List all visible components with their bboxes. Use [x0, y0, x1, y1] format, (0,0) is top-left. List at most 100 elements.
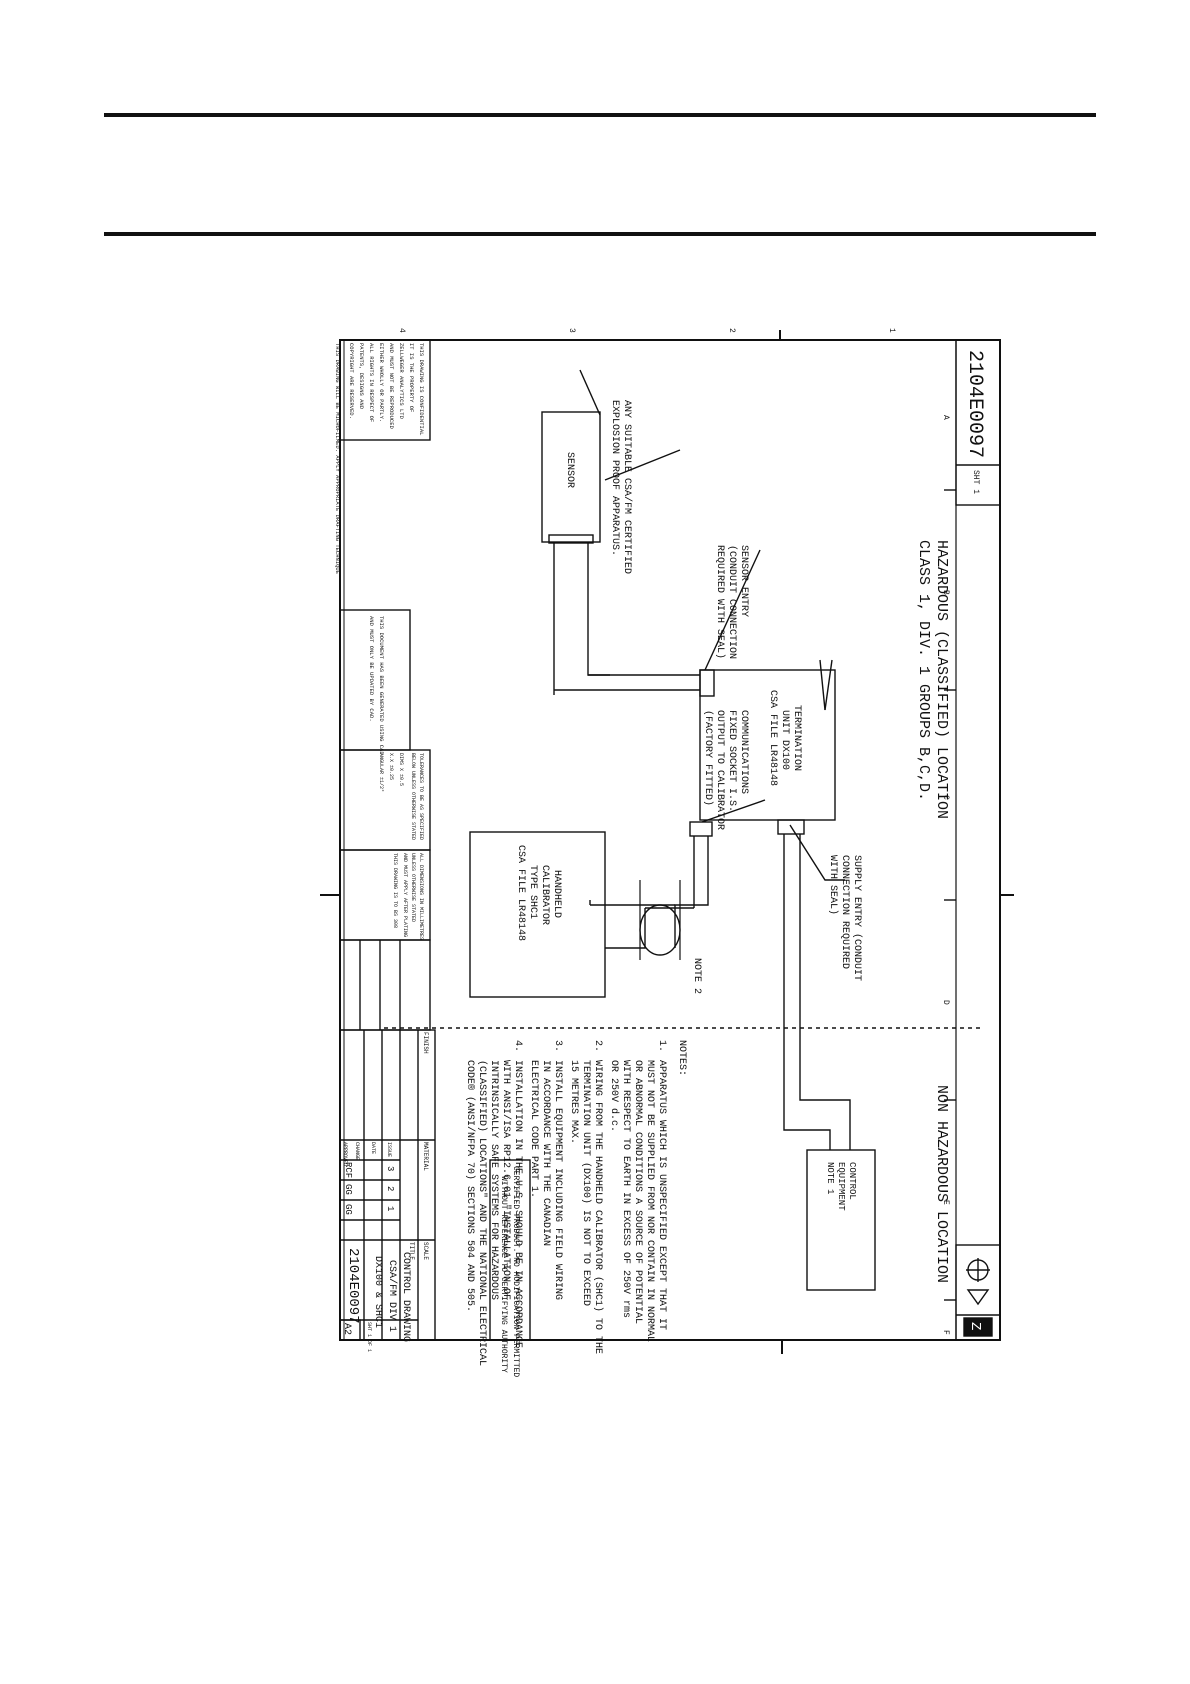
svg-text:CODE® (ANSI/NFPA 70) SECTIONS: CODE® (ANSI/NFPA 70) SECTIONS 504 AND 50… — [464, 1060, 476, 1312]
sensor-entry-line2: (CONDUIT CONNECTION — [726, 545, 738, 659]
explosion-proof-line1: ANY SUITABLE CSA/FM CERTIFIED — [621, 400, 633, 574]
control-equipment-line1: CONTROL — [847, 1162, 857, 1200]
note2-cable-ellipse — [639, 904, 681, 956]
termination-line1: TERMINATION — [791, 705, 802, 771]
zone-letter-d: D — [941, 1000, 950, 1005]
drawing-frame — [339, 339, 1001, 1341]
communications-line2: FIXED SOCKET I.S. — [726, 710, 737, 812]
svg-text:INSTALL EQUIPMENT INCLUDING FI: INSTALL EQUIPMENT INCLUDING FIELD WIRING — [552, 1060, 563, 1300]
cad-note-line2: AND MUST ONLY BE UPDATED BY CAD. — [368, 616, 375, 722]
brand-mark: Z — [967, 1322, 983, 1330]
zone-letter-b: B — [941, 590, 950, 595]
issue-3: 3 — [385, 1166, 395, 1171]
communications-line1: COMMUNICATIONS — [738, 710, 749, 794]
svg-text:IN ACCORDANCE WITH THE CANADIA: IN ACCORDANCE WITH THE CANADIAN — [540, 1060, 551, 1246]
handheld-calibrator-box — [469, 831, 606, 998]
svg-text:TERMINATION UNIT (DX100) IS NO: TERMINATION UNIT (DX100) IS NOT TO EXCEE… — [580, 1060, 592, 1306]
svg-text:ALL RIGHTS IN RESPECT OF: ALL RIGHTS IN RESPECT OF — [368, 343, 375, 422]
termination-unit-box — [699, 669, 836, 821]
note-1: 1. APPARATUS WHICH IS UNSPECIFIED EXCEPT… — [608, 1040, 667, 1342]
corner-drawing-number: 2104E0097 — [963, 350, 986, 458]
note-3: 3. INSTALL EQUIPMENT INCLUDING FIELD WIR… — [528, 1040, 563, 1300]
non-hazardous-heading: NON HAZARDOUS LOCATION — [933, 1085, 950, 1283]
svg-text:ELECTRICAL CODE PART 1.: ELECTRICAL CODE PART 1. — [528, 1060, 539, 1198]
title-size: A2 — [341, 1323, 352, 1335]
communications-line3: OUTPUT TO CALIBRATOR — [714, 710, 725, 830]
microfilm-note: THIS DRAWING WILL BE MICROFILMED. APPLY … — [334, 343, 341, 575]
certified-line2: WITHOUT REFERENCE TO CERTIFYING AUTHORIT… — [499, 1176, 508, 1373]
termination-line3: CSA FILE LR48148 — [767, 690, 778, 786]
svg-text:INSTALLATION IN THE U.S. SHOUL: INSTALLATION IN THE U.S. SHOULD BE IN AC… — [512, 1060, 523, 1348]
confidential-text: THIS DRAWING IS CONFIDENTIAL IT IS THE P… — [348, 343, 425, 435]
title-line2: CSA/FM DIV 1 — [386, 1260, 398, 1332]
sensor-entry-gland — [699, 669, 715, 697]
certified-box — [489, 1159, 531, 1341]
corner-number-box — [955, 339, 1001, 506]
issue-2: 2 — [385, 1186, 395, 1191]
cad-note-line1: THIS DOCUMENT HAS BEEN GENERATED USING C… — [378, 616, 385, 755]
svg-text:AND MUST APPLY AFTER PLATING: AND MUST APPLY AFTER PLATING — [402, 853, 408, 937]
title-line3: DX100 & SHC1 — [372, 1256, 383, 1328]
svg-text:WITH RESPECT TO EARTH IN EXCES: WITH RESPECT TO EARTH IN EXCESS OF 250V … — [620, 1060, 631, 1318]
zone-number-3: 3 — [567, 328, 576, 333]
date-col-label: DATE — [370, 1142, 376, 1154]
svg-text:TOLERANCES TO BE AS SPECIFIED: TOLERANCES TO BE AS SPECIFIED — [418, 753, 424, 840]
svg-text:1.: 1. — [656, 1040, 667, 1052]
title-line1: CONTROL DRAWING — [400, 1252, 411, 1342]
svg-text:APPARATUS WHICH IS UNSPECIFIED: APPARATUS WHICH IS UNSPECIFIED EXCEPT TH… — [656, 1060, 667, 1330]
svg-text:3.: 3. — [552, 1040, 563, 1052]
calibrator-socket — [689, 821, 713, 837]
supply-entry-line3: WITH SEAL) — [827, 855, 839, 915]
svg-text:EITHER WHOLLY OR PARTLY.: EITHER WHOLLY OR PARTLY. — [378, 343, 385, 422]
svg-text:INTRINSICALLY SAFE SYSTEMS FOR: INTRINSICALLY SAFE SYSTEMS FOR HAZARDOUS — [488, 1060, 499, 1300]
finish-note-text: ALL DIMENSIONS IN MILLIMETRES UNLESS OTH… — [392, 853, 424, 940]
issue-1: 1 — [385, 1206, 395, 1211]
svg-text:ZELLWEGER ANALYTICS LTD: ZELLWEGER ANALYTICS LTD — [398, 343, 405, 420]
supply-entry-gland — [777, 819, 805, 835]
sensor-box — [541, 411, 601, 543]
svg-text:IT IS THE PROPERTY OF: IT IS THE PROPERTY OF — [408, 343, 415, 412]
svg-text:X.X ±0.25: X.X ±0.25 — [388, 753, 394, 780]
size-box — [339, 1319, 361, 1341]
zone-letter-a: A — [941, 415, 950, 420]
svg-text:ALL DIMENSIONS IN MILLIMETRES: ALL DIMENSIONS IN MILLIMETRES — [418, 853, 424, 940]
bottom-header-rule — [104, 232, 1096, 236]
supply-entry-line2: CONNECTION REQUIRED — [839, 855, 850, 969]
svg-text:BELOW UNLESS OTHERWISE STATED: BELOW UNLESS OTHERWISE STATED — [410, 753, 416, 840]
svg-text:2.: 2. — [592, 1040, 603, 1052]
notes-title: NOTES: — [676, 1040, 687, 1076]
svg-text:UNLESS OTHERWISE STATED: UNLESS OTHERWISE STATED — [410, 853, 416, 922]
zone-letter-c: C — [941, 795, 950, 800]
svg-text:WIRING FROM THE HANDHELD CALIB: WIRING FROM THE HANDHELD CALIBRATOR (SHC… — [592, 1060, 604, 1354]
zone-number-2: 2 — [727, 328, 736, 333]
svg-text:OR 250V d.c.: OR 250V d.c. — [608, 1060, 620, 1132]
material-box — [339, 939, 431, 1031]
zone-number-4: 4 — [397, 328, 406, 333]
svg-text:ANGULAR ±1/2°: ANGULAR ±1/2° — [378, 753, 384, 792]
svg-text:COPYRIGHT ARE RESERVED.: COPYRIGHT ARE RESERVED. — [348, 343, 355, 419]
title-sheet: SHT 1 OF 1 — [366, 1322, 372, 1352]
control-equipment-line3: NOTE 1 — [825, 1162, 835, 1194]
svg-text:4.: 4. — [512, 1040, 523, 1052]
svg-text:AND MUST NOT BE REPRODUCED: AND MUST NOT BE REPRODUCED — [388, 343, 395, 430]
top-header-rule — [104, 113, 1096, 117]
approver-gg-2: GG — [343, 1204, 353, 1215]
title-label: TITLE — [408, 1242, 415, 1260]
hazardous-heading-line2: CLASS 1, DIV. 1 GROUPS B,C,D. — [915, 540, 932, 801]
approved-col-label: APPROVED — [342, 1142, 348, 1166]
calibrator-line3: TYPE SHC1 — [527, 865, 538, 919]
svg-text:(CLASSIFIED) LOCATIONS" AND TH: (CLASSIFIED) LOCATIONS" AND THE NATIONAL… — [476, 1060, 488, 1366]
approver-rcf: RCF — [343, 1162, 353, 1178]
calibrator-line2: CALIBRATOR — [539, 865, 550, 925]
explosion-proof-line2: EXPLOSION PROOF APPARATUS. — [609, 400, 620, 556]
change-col-label: CHANGE — [354, 1142, 360, 1160]
tolerance-text: TOLERANCES TO BE AS SPECIFIED BELOW UNLE… — [378, 753, 424, 840]
svg-text:WITH ANSI/ISA RP12.6.01 "INSTA: WITH ANSI/ISA RP12.6.01 "INSTALLATION OF — [500, 1060, 512, 1300]
title-drawing-number: 2104E0097 — [345, 1248, 361, 1324]
sensor-entry-line3: REQUIRED WITH SEAL) — [714, 545, 726, 659]
control-equipment-box — [806, 1149, 876, 1291]
svg-text:DIMS X ±0.5: DIMS X ±0.5 — [398, 753, 404, 786]
finish-label: FINISH — [422, 1032, 429, 1054]
note2-label: NOTE 2 — [691, 958, 702, 994]
